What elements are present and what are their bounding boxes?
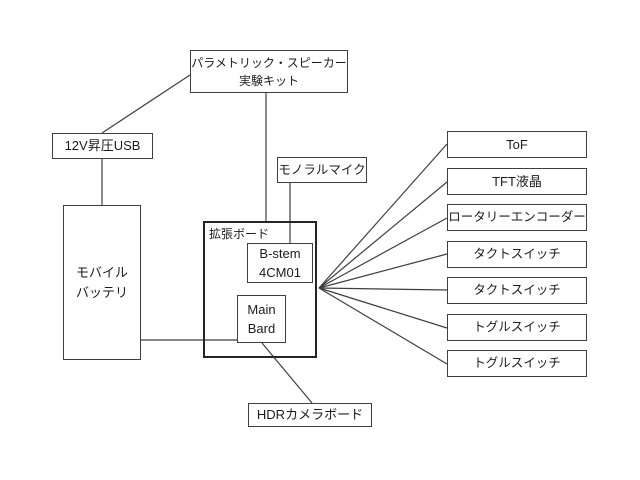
node-rotary-encoder: ロータリーエンコーダー	[447, 204, 587, 231]
edge-expansion-board-tft-lcd	[318, 181, 448, 289]
node-tact-switch-1-label: タクトスイッチ	[473, 247, 561, 262]
node-12v-boost-usb-label: 12V昇圧USB	[64, 138, 141, 154]
node-tft-lcd: TFT液晶	[447, 168, 587, 195]
node-toggle-switch-1: トグルスイッチ	[447, 314, 587, 341]
edge-expansion-board-tact-2	[318, 287, 448, 291]
node-b-stem-4cm01: B-stem 4CM01	[247, 243, 313, 283]
edge-expansion-board-rotary	[318, 217, 448, 289]
edge-expansion-board-toggle-2	[318, 287, 448, 365]
node-mono-mic-label: モノラルマイク	[278, 162, 366, 177]
node-b-stem-label-line2: 4CM01	[259, 265, 301, 280]
node-mobile-battery-label-line1: モバイル	[75, 265, 128, 280]
node-tft-lcd-label: TFT液晶	[492, 173, 542, 189]
node-toggle-switch-2: トグルスイッチ	[447, 350, 587, 377]
node-tact-switch-2: タクトスイッチ	[447, 277, 587, 304]
edge-expansion-board-toggle-1	[318, 287, 448, 329]
node-mobile-battery-label-line2: バッテリ	[75, 284, 128, 300]
node-b-stem-label-line1: B-stem	[259, 245, 301, 261]
node-main-board-label-line2: Bard	[247, 321, 276, 336]
node-toggle-switch-1-label: トグルスイッチ	[473, 320, 561, 335]
node-tof-label: ToF	[506, 136, 528, 152]
node-rotary-encoder-label: ロータリーエンコーダー	[448, 210, 586, 225]
node-12v-boost-usb: 12V昇圧USB	[52, 133, 153, 159]
edge-main-board-hdr-camera	[261, 342, 313, 404]
node-speaker-kit-label-line2: 実験キット	[238, 73, 299, 88]
edge-speaker-kit-usb-boost	[101, 74, 191, 134]
node-expansion-board-label: 拡張ボード	[209, 227, 270, 241]
node-mobile-battery: モバイル バッテリ	[63, 205, 141, 360]
edge-expansion-board-tof	[318, 143, 448, 289]
node-hdr-camera-board: HDRカメラボード	[248, 403, 372, 427]
node-main-board: Main Bard	[237, 295, 286, 343]
node-main-board-label-line1: Main	[247, 301, 276, 317]
node-hdr-camera-board-label: HDRカメラボード	[256, 407, 364, 423]
node-speaker-kit: パラメトリック・スピーカー 実験キット	[190, 50, 348, 93]
node-tact-switch-1: タクトスイッチ	[447, 241, 587, 268]
node-speaker-kit-label-line1: パラメトリック・スピーカー	[191, 55, 347, 70]
node-mono-mic: モノラルマイク	[277, 157, 367, 183]
node-expansion-board: 拡張ボード	[203, 221, 317, 358]
node-tact-switch-2-label: タクトスイッチ	[473, 283, 561, 298]
edge-expansion-board-tact-1	[318, 253, 448, 289]
node-tof: ToF	[447, 131, 587, 158]
node-toggle-switch-2-label: トグルスイッチ	[473, 356, 561, 371]
